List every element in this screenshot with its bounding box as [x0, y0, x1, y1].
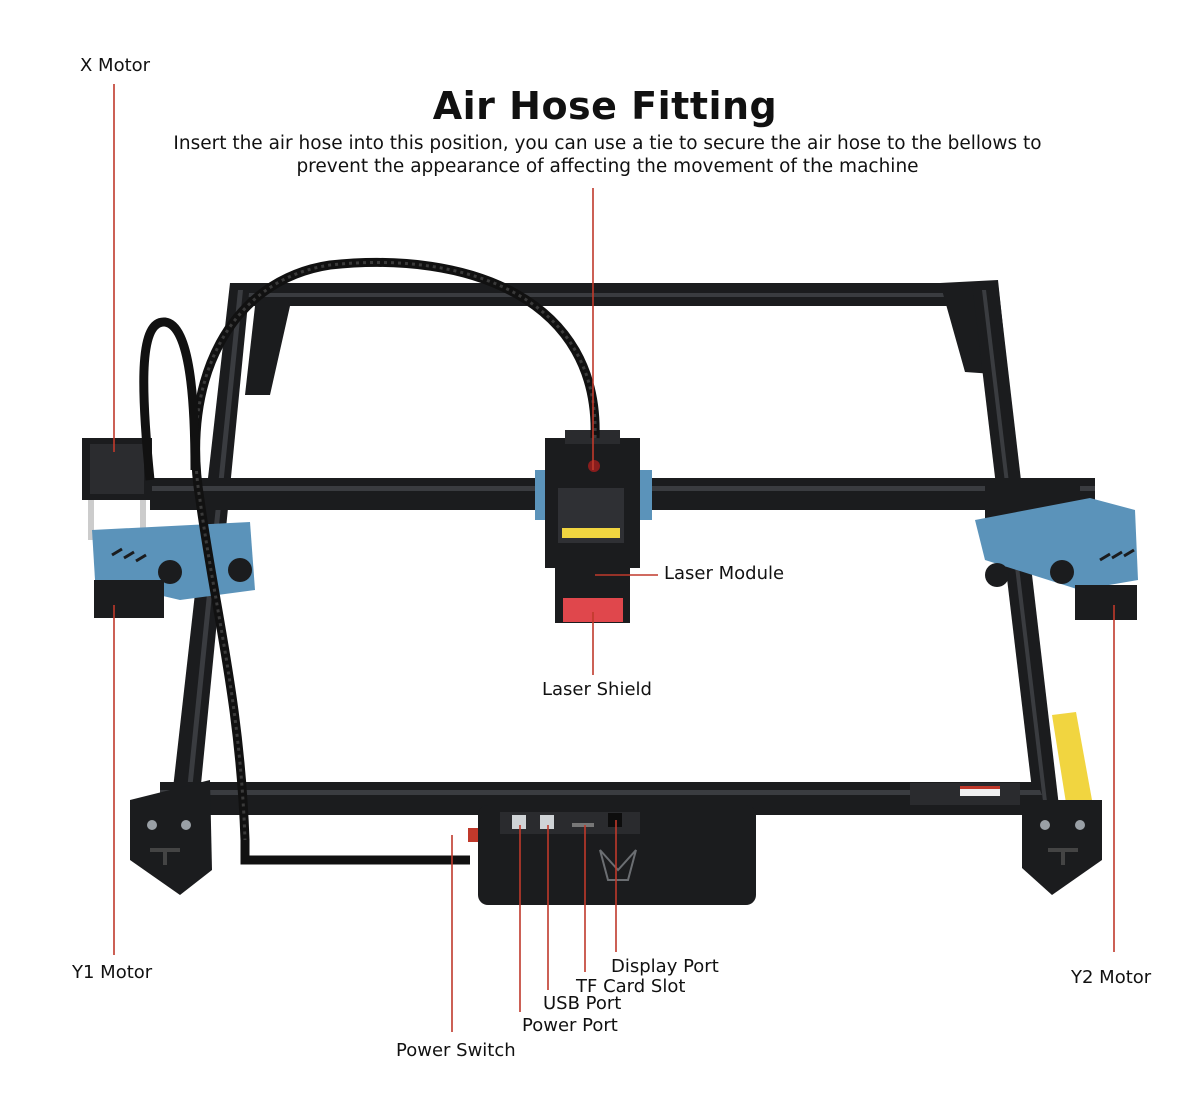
air-hose	[139, 258, 600, 865]
label-display-port: Display Port	[611, 956, 719, 977]
label-laser-module: Laser Module	[664, 563, 785, 584]
y2-motor-assembly	[975, 480, 1138, 620]
front-right-foot	[1022, 800, 1102, 895]
label-power-port: Power Port	[522, 1015, 618, 1036]
label-usb-port: USB Port	[543, 993, 622, 1014]
label-tf-card-slot: TF Card Slot	[576, 976, 686, 997]
control-box	[468, 805, 756, 905]
front-left-foot	[130, 780, 212, 895]
label-power-switch: Power Switch	[396, 1040, 516, 1061]
label-y1-motor: Y1 Motor	[72, 962, 153, 983]
leader-lines	[113, 84, 1115, 1032]
title-air-hose-fitting: Air Hose Fitting	[432, 84, 778, 128]
air-hose-description: Insert the air hose into this position, …	[173, 133, 1042, 177]
warning-sticker	[1052, 712, 1092, 803]
front-rail	[160, 782, 1045, 815]
label-x-motor: X Motor	[80, 55, 151, 76]
label-y2-motor: Y2 Motor	[1071, 967, 1152, 988]
label-laser-shield: Laser Shield	[542, 679, 652, 700]
back-rail	[232, 280, 1008, 395]
